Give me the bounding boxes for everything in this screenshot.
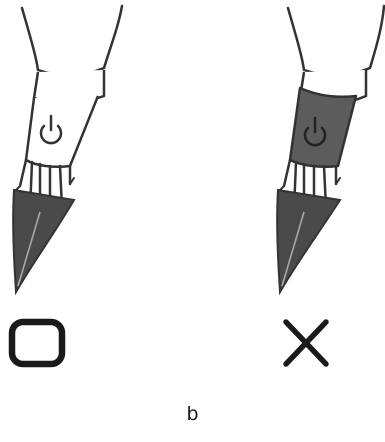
right-pen-nib-slit (281, 211, 305, 287)
left-power-icon (39, 114, 63, 145)
right-power-icon (303, 116, 327, 147)
right-pen (276, 4, 385, 296)
left-pen-feed (18, 158, 72, 212)
correct-mark-icon (8, 318, 66, 368)
panel-label: b (186, 403, 199, 425)
right-pen-feed-outline (279, 177, 341, 211)
right-pen-barrel (286, 4, 385, 77)
left-pen-feed-outline (15, 177, 75, 211)
left-pen-barrel (20, 4, 124, 77)
left-pen (12, 4, 124, 296)
right-pen-nib (276, 188, 342, 296)
right-pen-feed (282, 158, 338, 212)
left-pen-nib (12, 188, 76, 296)
left-pen-nib-slit (17, 211, 41, 287)
incorrect-mark-icon (283, 319, 329, 367)
